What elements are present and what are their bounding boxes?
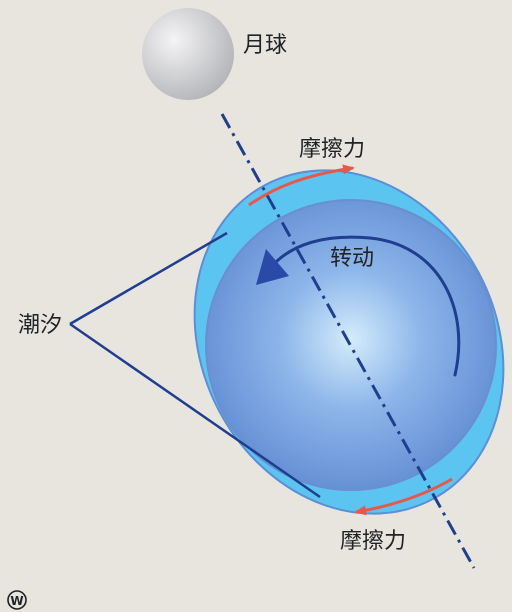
svg-text:W: W bbox=[10, 594, 23, 608]
moon bbox=[142, 8, 234, 100]
rotation-label: 转动 bbox=[330, 246, 374, 271]
tides-label: 潮汐 bbox=[18, 313, 62, 338]
rotation-arrow bbox=[270, 235, 461, 377]
friction-arrow-bottom bbox=[354, 477, 453, 516]
rotation-arrowhead bbox=[256, 249, 289, 285]
tide-pointer-bottom bbox=[69, 322, 321, 499]
earth-sphere bbox=[205, 199, 497, 491]
moon-label: 月球 bbox=[243, 33, 287, 58]
friction-arrow-top bbox=[248, 164, 355, 207]
tide-pointer-top bbox=[69, 231, 228, 326]
earth-moon-axis bbox=[220, 113, 476, 569]
friction-label-top: 摩擦力 bbox=[299, 137, 365, 162]
friction-label-bottom: 摩擦力 bbox=[340, 529, 406, 554]
logo-icon: W bbox=[7, 590, 27, 610]
